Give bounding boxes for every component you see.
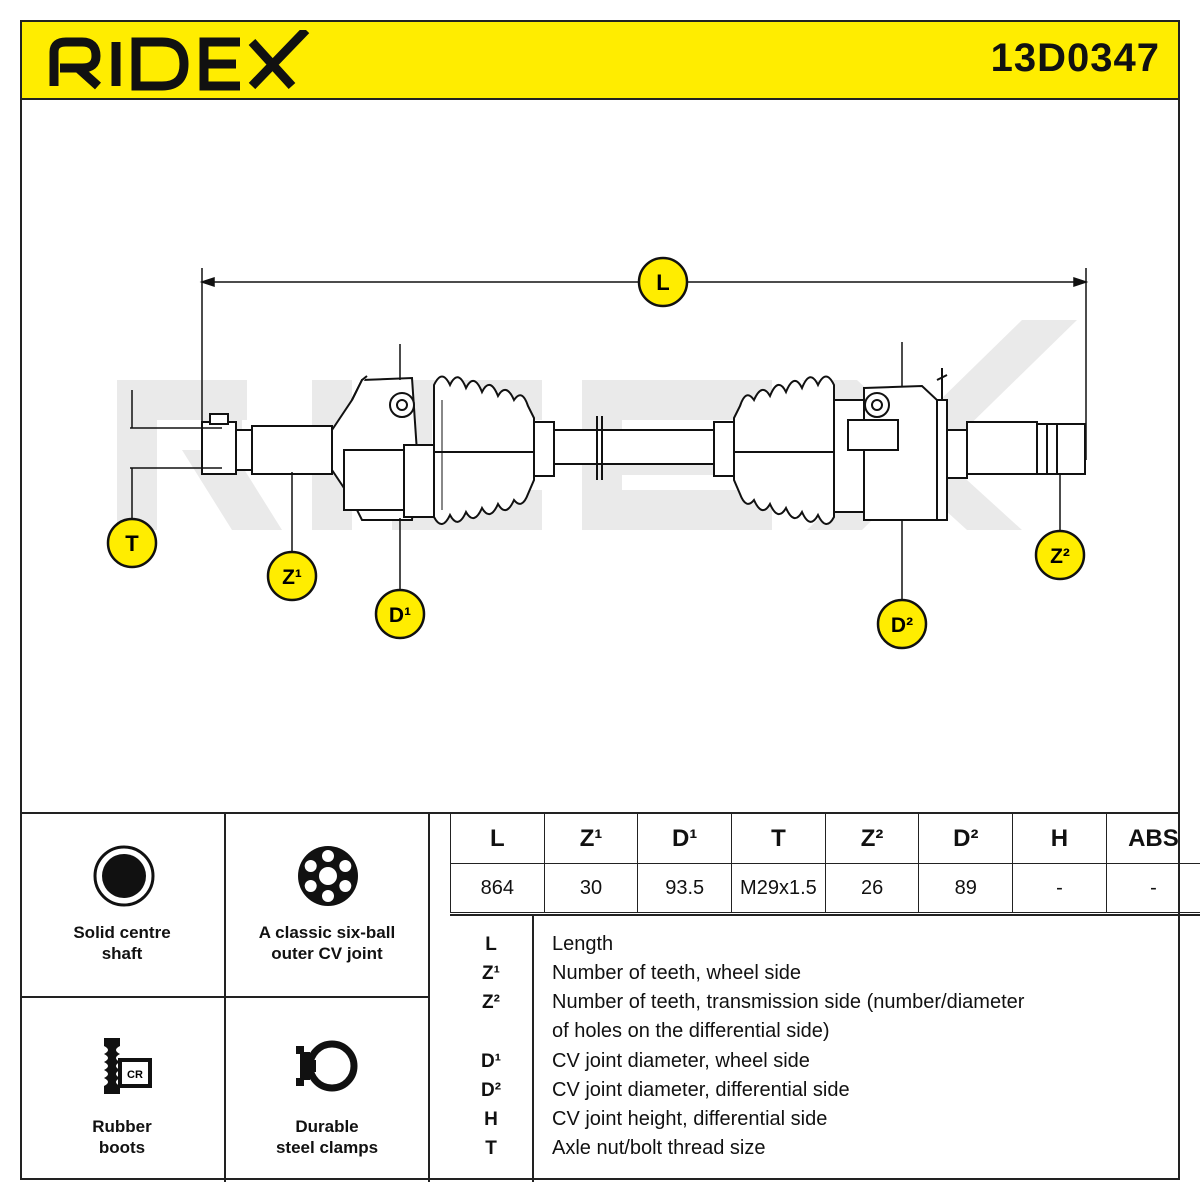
spec-table: L Z¹ D¹ T Z² D² H ABS 864 30 93.5 M29x1.… (450, 814, 1200, 913)
svg-text:L: L (656, 270, 669, 295)
spec-header-ABS: ABS (1105, 814, 1200, 864)
spec-value-D1: 93.5 (637, 863, 732, 913)
drive-shaft (201, 368, 1086, 525)
legend-text: CV joint height, differential side (552, 1108, 828, 1130)
solid-shaft-icon (93, 845, 155, 907)
header-bar: 13D0347 (20, 20, 1180, 100)
callout-D2: D² (876, 598, 928, 650)
legend: L Z¹ Z² D¹ D² H T Length Number of teeth… (450, 914, 1200, 1184)
spec-value-row: 864 30 93.5 M29x1.5 26 89 - - (450, 863, 1200, 913)
spec-header-T: T (731, 814, 826, 864)
callout-Z2: Z² (1034, 529, 1086, 581)
spec-header-L: L (450, 814, 545, 864)
legend-symbol: Z² (482, 992, 500, 1013)
steel-clamp-icon (296, 1040, 358, 1092)
spec-header-row: L Z¹ D¹ T Z² D² H ABS (450, 814, 1200, 864)
spec-value-H: - (1012, 863, 1107, 913)
svg-text:Z¹: Z¹ (282, 566, 302, 589)
callout-T: T (106, 517, 158, 569)
legend-text: Length (552, 933, 614, 955)
spec-value-Z1: 30 (543, 863, 638, 913)
legend-text: CV joint diameter, differential side (552, 1079, 850, 1101)
legend-symbol: H (484, 1109, 498, 1130)
callout-Z1: Z¹ (266, 550, 318, 602)
svg-text:CR: CR (127, 1069, 143, 1081)
legend-text: of holes on the differential side) (552, 1020, 830, 1042)
legend-symbol: T (485, 1138, 497, 1159)
spec-header-D1: D¹ (637, 814, 732, 864)
legend-text: Axle nut/bolt thread size (552, 1137, 766, 1159)
legend-symbol: D¹ (480, 1051, 502, 1072)
spec-header-D2: D² (918, 814, 1013, 864)
legend-symbol: L (485, 934, 497, 955)
legend-text: Number of teeth, wheel side (552, 962, 802, 984)
svg-text:Z²: Z² (1050, 545, 1070, 568)
callout-leaders (130, 342, 1061, 602)
callout-D1: D¹ (374, 588, 426, 640)
drive-shaft-diagram: L T Z¹ D¹ D² Z² (106, 256, 1089, 650)
legend-text: CV joint diameter, wheel side (552, 1050, 810, 1072)
spec-header-Z1: Z¹ (543, 814, 638, 864)
six-ball-joint-icon (298, 846, 358, 906)
legend-symbols: L Z¹ Z² D¹ D² H T (450, 916, 534, 1182)
part-number: 13D0347 (990, 36, 1160, 80)
rubber-boot-icon: CR (104, 1038, 152, 1094)
legend-text: Number of teeth, transmission side (numb… (552, 991, 1025, 1013)
spec-header-H: H (1012, 814, 1107, 864)
svg-text:D²: D² (891, 614, 913, 637)
spec-value-T: M29x1.5 (731, 863, 826, 913)
spec-value-D2: 89 (918, 863, 1013, 913)
spec-header-Z2: Z² (824, 814, 919, 864)
spec-value-ABS: - (1105, 863, 1200, 913)
spec-value-L: 864 (450, 863, 545, 913)
legend-symbol: Z¹ (482, 963, 500, 984)
callout-L: L (637, 256, 689, 308)
legend-symbol: D² (480, 1080, 502, 1101)
svg-text:D¹: D¹ (389, 604, 411, 627)
spec-value-Z2: 26 (824, 863, 919, 913)
ridex-logo (49, 30, 310, 91)
svg-text:T: T (125, 531, 139, 556)
